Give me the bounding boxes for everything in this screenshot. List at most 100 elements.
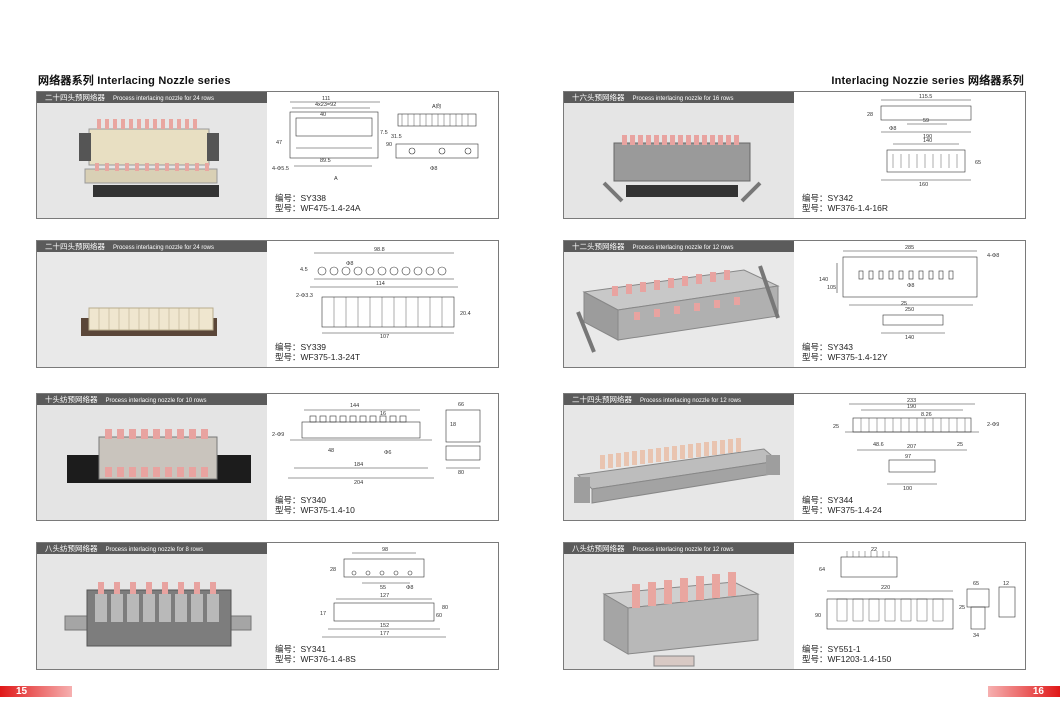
technical-drawing: 233 190 8.26 2-Φ9 25 48.6 207 25 97 100 [797, 396, 1024, 492]
dim-label: 18 [450, 422, 456, 428]
dim-label: 144 [350, 403, 359, 409]
dim-label: 80 [458, 470, 464, 476]
product-photo [37, 103, 267, 218]
dim-label: 105 [827, 285, 836, 291]
dim-label: 160 [919, 182, 928, 188]
dim-label: 190 [907, 404, 916, 410]
product-card: 八头纺预网络器 Process interlacing nozzle for 1… [563, 542, 1026, 670]
product-title-cn: 二十四头预网络器 [572, 395, 632, 404]
dim-label: 233 [907, 398, 916, 404]
dim-label: 140 [819, 277, 828, 283]
dim-label: 2-Φ3.3 [296, 293, 313, 299]
product-label: 编号：SY341 型号：WF376-1.4-8S [275, 644, 356, 664]
product-photo [564, 252, 794, 367]
dim-label: 40 [320, 112, 326, 118]
dim-label: 25 [901, 301, 907, 307]
dim-label: 177 [380, 631, 389, 637]
dim-label: 2-Φ9 [272, 432, 284, 438]
dim-label: 140 [905, 335, 914, 339]
product-title-en: Process interlacing nozzle for 16 rows [632, 96, 734, 102]
dim-label: 90 [386, 142, 392, 148]
product-card: 八头纺预网络器 Process interlacing nozzle for 8… [36, 542, 499, 670]
dim-label: 4.5 [300, 267, 308, 273]
dim-label: 204 [354, 480, 363, 486]
dim-label: A [334, 176, 338, 182]
page-number-bar-left [0, 686, 72, 697]
product-title-cn: 十头纺预网络器 [45, 395, 98, 404]
dim-label: 48.6 [873, 442, 884, 448]
product-title-en: Process interlacing nozzle for 12 rows [632, 547, 734, 553]
product-model: 型号：WF375-1.4-10 [275, 505, 355, 515]
product-title-en: Process interlacing nozzle for 8 rows [105, 547, 204, 553]
technical-drawing: 285 4-Φ8 140 105 Φ8 250 25 140 [797, 243, 1024, 341]
dim-label: 22 [871, 547, 877, 553]
dim-label: Φ8 [346, 261, 353, 267]
dim-label: 140 [923, 138, 932, 144]
product-label: 编号：SY342 型号：WF376-1.4-16R [802, 193, 888, 213]
dim-label: 17 [320, 611, 326, 617]
dim-label: 34 [973, 633, 979, 639]
product-title-bar: 十头纺预网络器 Process interlacing nozzle for 1… [37, 394, 267, 405]
dim-label: 207 [907, 444, 916, 450]
product-card: 十二头预网络器 Process interlacing nozzle for 1… [563, 240, 1026, 368]
product-model: 型号：WF376-1.4-8S [275, 654, 356, 664]
dim-label: 89.5 [320, 158, 331, 164]
dim-label: 65 [973, 581, 979, 587]
product-title-bar: 八头纺预网络器 Process interlacing nozzle for 8… [37, 543, 267, 554]
series-title-left: 网络器系列 Interlacing Nozzle series [38, 75, 231, 87]
product-code: 编号：SY344 [802, 495, 854, 505]
dim-label: 59 [923, 118, 929, 124]
dim-label: 107 [380, 334, 389, 339]
product-title-en: Process interlacing nozzle for 24 rows [112, 245, 214, 251]
product-model: 型号：WF376-1.4-16R [802, 203, 888, 213]
product-photo [37, 252, 267, 367]
dim-label: 250 [905, 307, 914, 313]
product-code: 编号：SY342 [802, 193, 854, 203]
dim-label: 90 [815, 613, 821, 619]
dim-label: 184 [354, 462, 363, 468]
dim-label: 98 [382, 547, 388, 553]
product-photo [564, 554, 794, 669]
product-card: 十头纺预网络器 Process interlacing nozzle for 1… [36, 393, 499, 521]
dim-label: 4-Φ8 [987, 253, 999, 259]
product-code: 编号：SY341 [275, 644, 327, 654]
product-title-bar: 十二头预网络器 Process interlacing nozzle for 1… [564, 241, 794, 252]
product-model: 型号：WF375-1.4-12Y [802, 352, 888, 362]
product-code: 编号：SY340 [275, 495, 327, 505]
series-title-right: Interlacing Nozzie series 网络器系列 [831, 75, 1024, 87]
dim-label: 28 [867, 112, 873, 118]
technical-drawing: 98.8 Φ8 114 4.5 2-Φ3.3 107 20.4 [270, 243, 497, 340]
dim-label: 98.8 [374, 247, 385, 253]
dim-label: 4-Φ5.5 [272, 166, 289, 172]
product-model: 型号：WF1203-1.4-150 [802, 654, 892, 664]
product-title-cn: 十六头预网络器 [572, 93, 625, 102]
product-label: 编号：SY338 型号：WF475-1.4-24A [275, 193, 361, 213]
product-code: 编号：SY551-1 [802, 644, 861, 654]
dim-label: 60 [436, 613, 442, 619]
dim-label: 66 [458, 402, 464, 408]
technical-drawing: 98 28 55 Φ8 127 17 152 177 80 60 [270, 545, 497, 641]
dim-label: 7.5 [380, 130, 388, 136]
technical-drawing: 144 16 2-Φ9 48 Φ6 184 204 66 18 80 [270, 396, 497, 492]
dim-label: 152 [380, 623, 389, 629]
dim-label: 190 [923, 134, 932, 140]
dim-label: 64 [819, 567, 825, 573]
dim-label: 25 [833, 424, 839, 430]
product-photo [564, 405, 794, 520]
product-label: 编号：SY551-1 型号：WF1203-1.4-150 [802, 644, 891, 664]
technical-drawing: 22 64 220 90 65 12 25 34 [797, 545, 1024, 641]
product-title-en: Process interlacing nozzle for 24 rows [112, 96, 214, 102]
dim-label: 100 [903, 486, 912, 492]
product-label: 编号：SY344 型号：WF375-1.4-24 [802, 495, 882, 515]
technical-drawing: 115.5 28 59 Φ8 190 140 160 65 [797, 94, 1024, 190]
dim-label: 47 [276, 140, 282, 146]
product-title-bar: 十六头预网络器 Process interlacing nozzle for 1… [564, 92, 794, 103]
dim-label: Φ8 [889, 126, 896, 132]
product-card: 二十四头预网络器 Process interlacing nozzle for … [36, 240, 499, 368]
dim-label: 127 [380, 593, 389, 599]
dim-label: 220 [881, 585, 890, 591]
product-code: 编号：SY339 [275, 342, 327, 352]
page-number-bar-right [988, 686, 1060, 697]
dim-label: 16 [380, 411, 386, 417]
dim-label: 111 [322, 96, 330, 102]
